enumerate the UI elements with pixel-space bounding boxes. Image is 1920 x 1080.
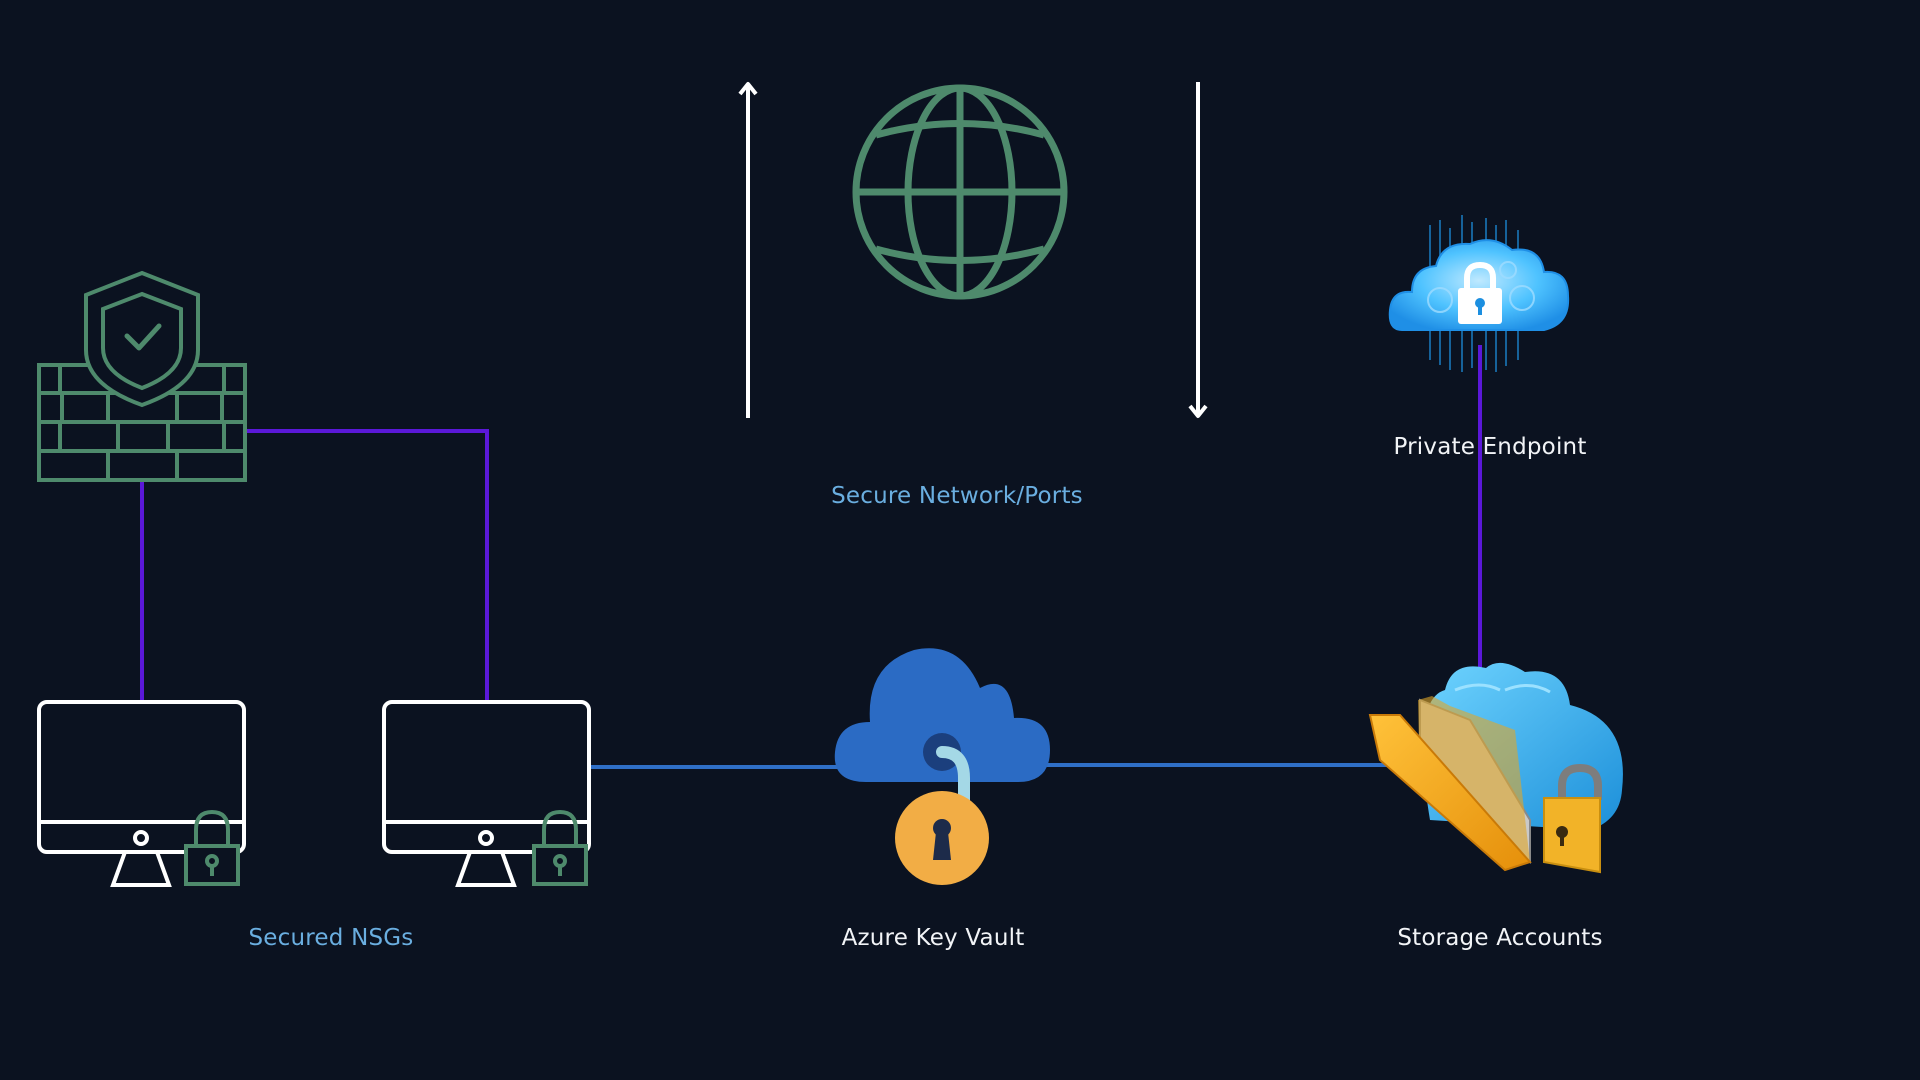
firewall-shield-icon [37,270,247,482]
cloud-padlock-icon [834,648,1050,885]
connectors [140,345,1482,769]
secure-network-label: Secure Network/Ports [831,483,1083,509]
arrow-up-icon [738,82,758,418]
arrow-down-icon [1188,82,1208,418]
secured-nsgs-label: Secured NSGs [248,925,414,951]
globe-icon [852,84,1068,300]
firewall-to-monitor-2-line [245,429,489,700]
private-endpoint-label: Private Endpoint [1393,434,1587,460]
cloud-folder-lock-icon [1368,662,1623,874]
key-vault-label: Azure Key Vault [841,925,1025,951]
cloud-lock-icon [1388,215,1570,372]
monitor-lock-icon [382,700,591,887]
monitor-lock-icon [37,700,246,887]
storage-accounts-label: Storage Accounts [1397,925,1603,951]
